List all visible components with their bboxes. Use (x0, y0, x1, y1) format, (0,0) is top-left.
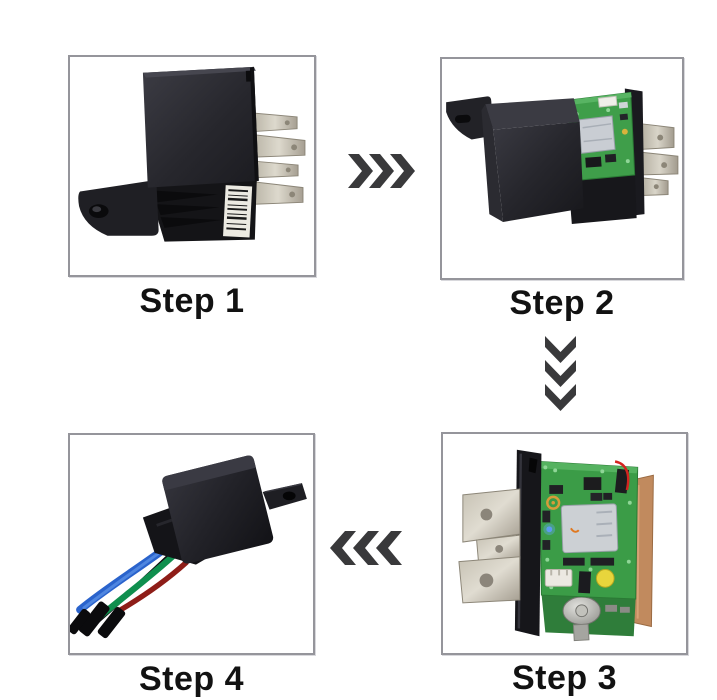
barcode-label (223, 185, 253, 238)
relay-cover (481, 98, 584, 223)
chevron-left-icon (330, 531, 403, 565)
relay-cover-sliding-photo (446, 88, 679, 224)
pin-holes (653, 134, 668, 190)
relay-pins (641, 123, 679, 197)
relay-pins (252, 112, 306, 205)
status-led (546, 526, 553, 533)
sim-card-shield (578, 115, 616, 154)
gold-ring-connector (546, 495, 561, 510)
vibration-motor-section (541, 593, 636, 642)
sim-card-shield (560, 503, 619, 554)
pin-holes (479, 508, 504, 588)
step1-photo-frame (68, 55, 316, 277)
step3-label: Step 3 (511, 659, 618, 697)
red-wire (114, 559, 189, 615)
relay-wired-photo (70, 455, 307, 639)
pcb-board (538, 460, 639, 600)
mounting-bracket (262, 483, 307, 510)
pin-holes (284, 120, 298, 198)
wire-terminals (70, 601, 126, 639)
chevron-right-icon (348, 154, 416, 188)
relay-cover (162, 455, 274, 564)
relay-base (146, 178, 257, 242)
mounting-bracket (78, 180, 159, 236)
step4-label: Step 4 (138, 660, 245, 698)
step1-label: Step 1 (139, 282, 245, 320)
step2-photo-frame (440, 57, 684, 280)
relay-base (567, 168, 637, 224)
step2-label: Step 2 (509, 284, 615, 322)
white-socket-connector (544, 569, 573, 587)
relay-cover (142, 66, 259, 188)
mounting-bracket (446, 96, 494, 140)
yellow-capacitor (595, 569, 615, 588)
step3-photo-frame (441, 432, 688, 655)
step4-photo-frame (68, 433, 315, 655)
board-connector (597, 95, 618, 108)
relay-assembled-photo (78, 66, 306, 242)
relay-pcb-exposed-photo (458, 449, 654, 642)
chevron-down-icon (545, 336, 576, 412)
